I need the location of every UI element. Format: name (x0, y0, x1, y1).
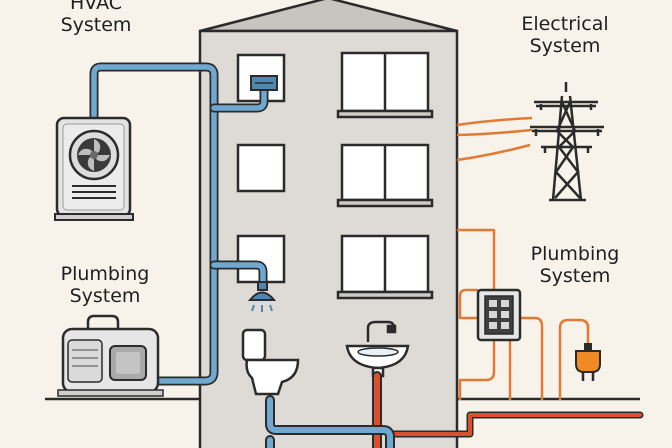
hvac-label-line1: HVAC (70, 0, 122, 14)
hvac-duct (89, 62, 269, 386)
window (236, 143, 286, 193)
water-heater-unit (57, 314, 164, 397)
building-roof (199, 0, 458, 33)
electrical-label-line1: Electrical (521, 13, 609, 35)
air-vent (250, 75, 278, 91)
power-lines (456, 116, 533, 162)
transmission-tower-icon (530, 82, 604, 202)
electrical-panel (476, 288, 522, 342)
electrical-label: Electrical System (510, 13, 620, 57)
plug-icon (575, 343, 601, 381)
hvac-label: HVAC System (54, 0, 138, 36)
electrical-label-line2: System (529, 35, 601, 57)
plumbing-right-label: Plumbing System (520, 243, 630, 287)
toilet-icon (241, 328, 300, 396)
electrical-wiring (457, 228, 590, 400)
plumbing-pipes (265, 371, 644, 448)
plumbing-left-label-line2: System (69, 285, 141, 307)
plumbing-left-label-line1: Plumbing (60, 263, 150, 285)
shower-head (247, 281, 277, 312)
plumbing-right-label-line1: Plumbing (530, 243, 620, 265)
hvac-label-line2: System (60, 14, 132, 36)
plumbing-left-label: Plumbing System (50, 263, 160, 307)
windows-right-column (336, 51, 434, 300)
hvac-unit (54, 116, 134, 221)
plumbing-right-label-line2: System (539, 265, 611, 287)
